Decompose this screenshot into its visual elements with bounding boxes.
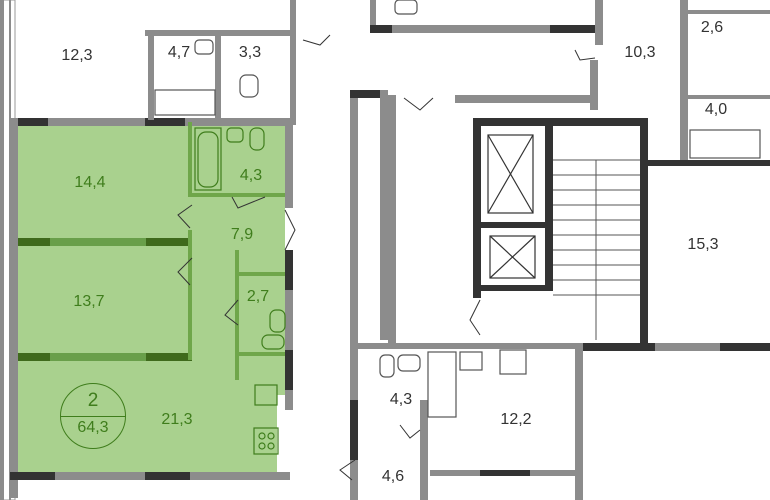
staircase — [553, 159, 640, 340]
room-area-bedroom-2: 13,7 — [73, 293, 105, 310]
rooms-count: 2 — [87, 390, 99, 411]
elevator-icons — [487, 134, 536, 279]
other-fixtures — [154, 0, 761, 418]
room-area: 4,0 — [704, 101, 728, 118]
room-area: 4,7 — [167, 44, 191, 61]
doors — [177, 34, 596, 481]
apartment-badge[interactable]: 2 64,3 — [60, 383, 126, 449]
room-area: 3,3 — [238, 44, 262, 61]
badge-divider — [61, 416, 125, 417]
room-area-hallway: 7,9 — [230, 226, 254, 243]
room-area-toilet: 2,7 — [246, 288, 270, 305]
room-area-kitchen-living: 21,3 — [161, 411, 193, 428]
total-area: 64,3 — [77, 419, 109, 436]
room-area: 4,3 — [389, 391, 413, 408]
room-area: 4,6 — [381, 468, 405, 485]
bathroom-fixtures — [194, 127, 286, 455]
room-area: 2,6 — [700, 19, 724, 36]
room-area: 12,3 — [61, 47, 93, 64]
room-area: 10,3 — [624, 44, 656, 61]
room-area: 12,2 — [500, 411, 532, 428]
room-area: 15,3 — [687, 236, 719, 253]
room-area-bathroom: 4,3 — [239, 167, 263, 184]
room-area-bedroom-1: 14,4 — [74, 174, 106, 191]
